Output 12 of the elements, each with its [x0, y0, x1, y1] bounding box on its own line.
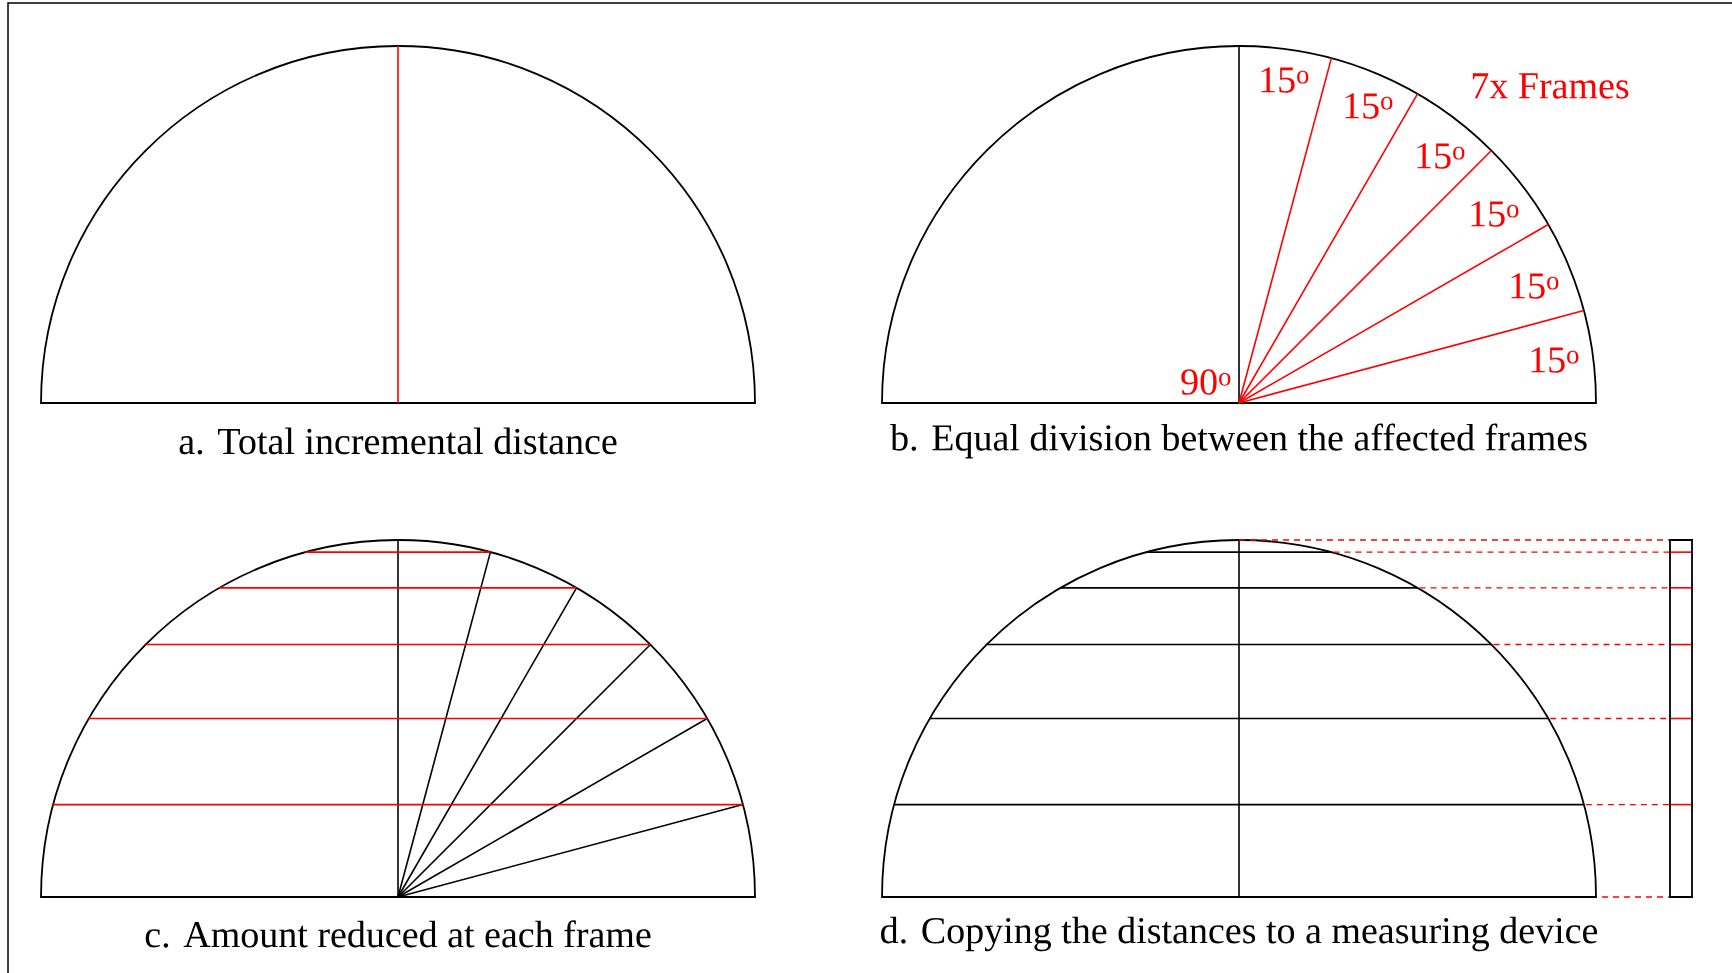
caption: a. Total incremental distance [179, 427, 617, 455]
caption: d. Copying the distances to a measuring device [881, 916, 1598, 952]
angle-label: 90$^{o}$ [1181, 369, 1231, 395]
frames-label: 7x Frames [1472, 73, 1629, 99]
angle-label: 15$^{o}$ [1417, 143, 1465, 169]
angle-label: 15$^{o}$ [1531, 347, 1579, 373]
caption: c. Amount reduced at each frame [145, 920, 651, 948]
angle-label: 15$^{o}$ [1345, 93, 1393, 119]
caption: b. Equal division between the affected frames [890, 423, 1587, 459]
angle-label: 15$^{o}$ [1471, 201, 1519, 227]
angle-label: 15$^{o}$ [1261, 67, 1309, 93]
angle-label: 15$^{o}$ [1511, 273, 1559, 299]
